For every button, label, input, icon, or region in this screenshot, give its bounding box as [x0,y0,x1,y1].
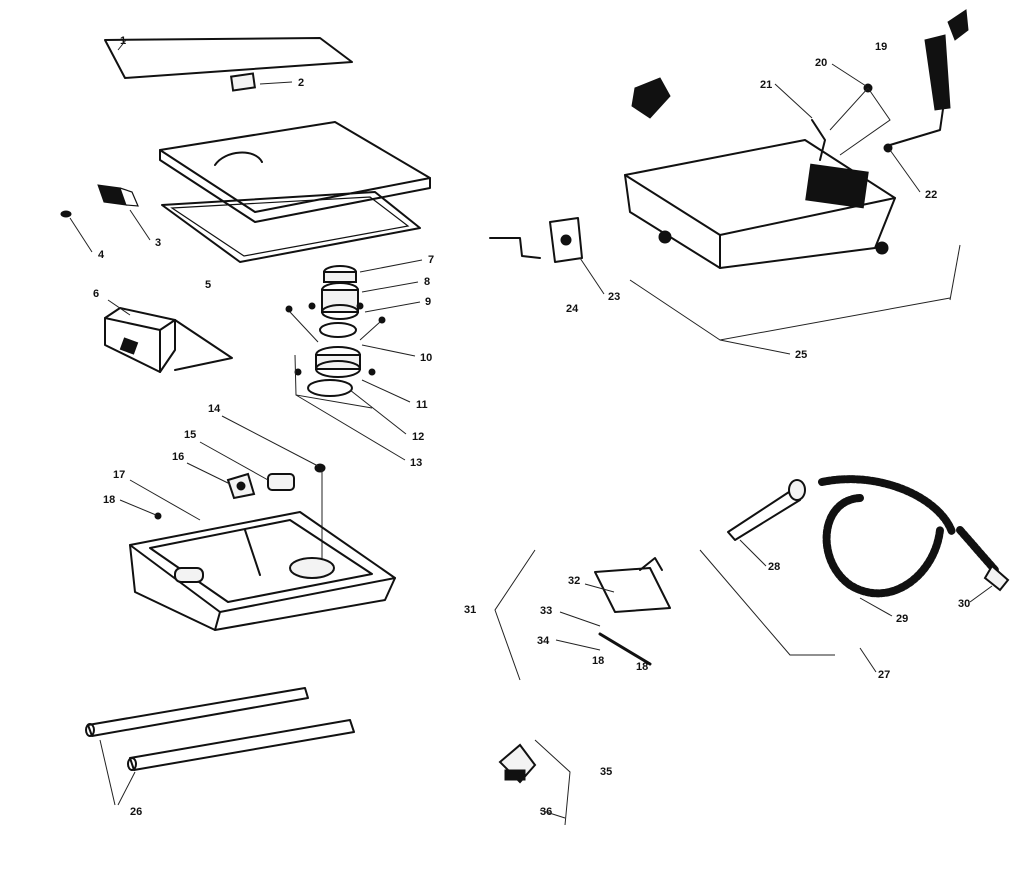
label-8: 8 [424,276,430,288]
label-26: 26 [130,806,142,818]
label-11: 11 [416,399,428,411]
label-18c: 18 [636,661,648,673]
label-9: 9 [425,296,431,308]
part-3-hinge [97,184,139,207]
part-4-screw [60,210,72,218]
nozzle-part-36 [498,739,571,826]
label-28: 28 [768,561,780,573]
label-1: 1 [120,35,126,47]
label-29: 29 [896,613,908,625]
label-3: 3 [155,237,161,249]
label-13: 13 [410,457,422,469]
part-1-panel [104,37,353,79]
label-12: 12 [412,431,424,443]
label-15: 15 [184,429,196,441]
label-31: 31 [464,604,476,616]
label-7: 7 [428,254,434,266]
label-18: 18 [103,494,115,506]
label-24: 24 [566,303,579,315]
part-23-24-switch-plate [489,217,583,263]
label-14: 14 [208,403,221,415]
motor-stack [285,265,386,409]
label-18b: 18 [592,655,604,667]
label-10: 10 [420,352,432,364]
label-23: 23 [608,291,620,303]
main-tank [624,9,969,269]
label-22: 22 [925,189,937,201]
part-2-latch [230,72,256,92]
floor-tool [494,549,671,681]
part-26-wands [85,687,355,806]
label-19: 19 [875,41,887,53]
label-30: 30 [958,598,970,610]
label-20: 20 [815,57,827,69]
label-5: 5 [205,279,211,291]
part-6-filter-box [104,307,233,373]
base-tub [129,511,396,631]
label-33: 33 [540,605,552,617]
label-35: 35 [600,766,612,778]
label-4: 4 [98,249,105,261]
part-5-lid-cover [159,121,431,263]
label-34: 34 [537,635,550,647]
label-6: 6 [93,288,99,300]
small-fittings [154,463,326,560]
label-21: 21 [760,79,772,91]
label-leaders [69,39,993,819]
hose-assembly [699,475,1010,656]
label-25: 25 [795,349,807,361]
label-27: 27 [878,669,890,681]
label-16: 16 [172,451,184,463]
label-2: 2 [298,77,304,89]
label-17: 17 [113,469,125,481]
part-labels: 1 2 3 4 5 6 7 8 9 10 11 12 13 14 15 16 1… [93,35,970,818]
label-32: 32 [568,575,580,587]
